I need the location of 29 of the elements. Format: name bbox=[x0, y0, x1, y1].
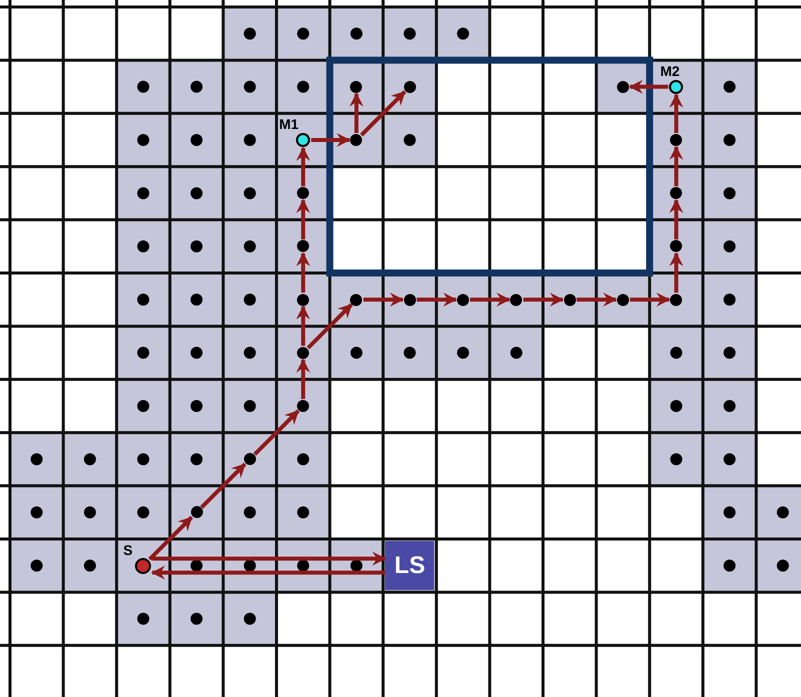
arrow bbox=[363, 292, 404, 307]
arrow bbox=[630, 292, 670, 307]
arrow bbox=[576, 292, 618, 307]
arrow bbox=[152, 552, 386, 566]
arrow bbox=[669, 199, 684, 240]
arrow bbox=[628, 80, 668, 94]
arrow bbox=[416, 292, 458, 307]
arrow bbox=[148, 516, 193, 561]
arrow bbox=[669, 252, 684, 293]
arrow bbox=[151, 566, 386, 580]
arrow bbox=[470, 292, 511, 307]
node-label: S bbox=[122, 542, 134, 557]
label-box: LS bbox=[385, 541, 434, 590]
arrow bbox=[349, 92, 364, 133]
arrow bbox=[296, 199, 310, 240]
arrow bbox=[523, 292, 564, 307]
node-label: M2 bbox=[659, 64, 681, 78]
arrow bbox=[311, 133, 351, 147]
arrow bbox=[296, 252, 310, 293]
arrow bbox=[296, 358, 310, 399]
arrow bbox=[296, 305, 310, 346]
arrow bbox=[200, 462, 246, 509]
arrow bbox=[306, 303, 353, 350]
arrow bbox=[669, 146, 684, 186]
arrow bbox=[669, 94, 684, 133]
node-label: M1 bbox=[278, 117, 300, 131]
arrow bbox=[360, 90, 406, 136]
arrow bbox=[296, 146, 310, 186]
arrow bbox=[253, 410, 300, 456]
